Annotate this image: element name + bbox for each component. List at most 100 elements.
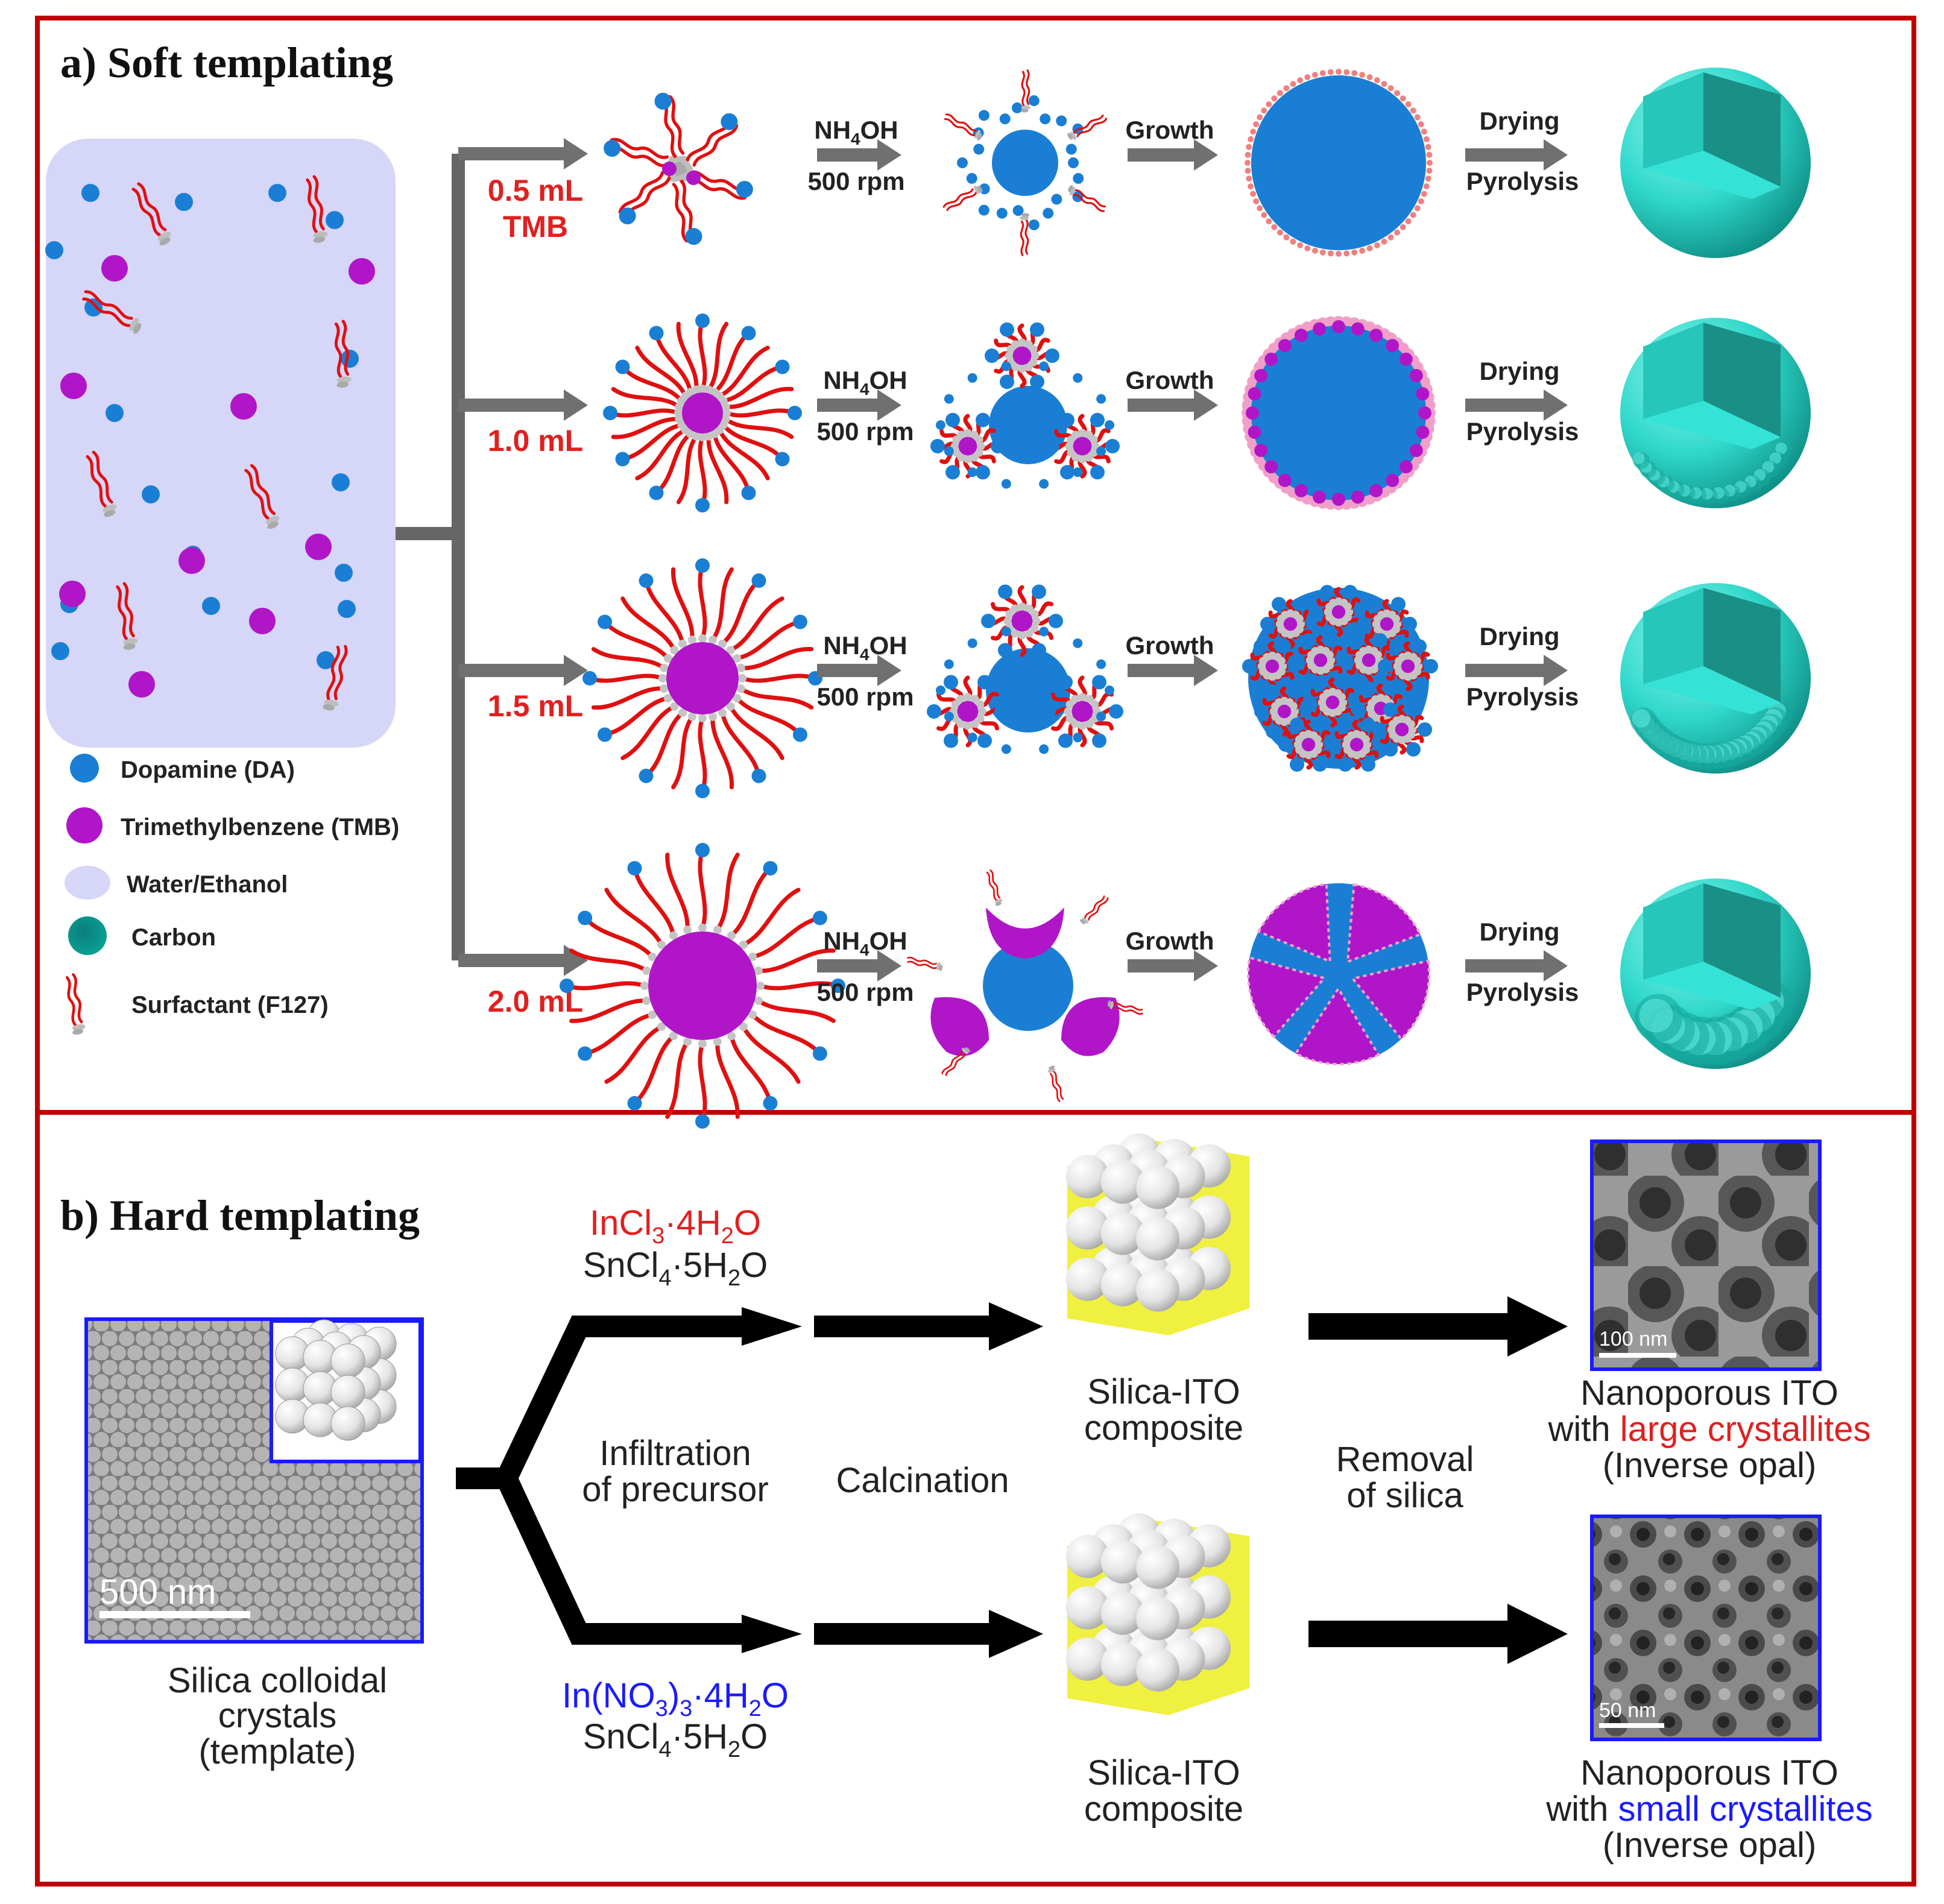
- surfactant-icon: [244, 464, 280, 529]
- blue-dot-icon: [70, 754, 99, 783]
- teal-sphere-icon: [68, 916, 107, 955]
- speed-label: 500 rpm: [816, 682, 914, 711]
- growth-label: Growth: [1126, 631, 1214, 660]
- tmb-dot: [349, 258, 375, 285]
- small-micelle: [1302, 675, 1363, 730]
- growth-label: Growth: [1126, 366, 1214, 394]
- hard-template-fork: [456, 1316, 748, 1645]
- tmb-dot: [305, 534, 332, 560]
- surfactant-icon: [1068, 185, 1106, 212]
- precursor-bottom: In(NO3)3·4H2O SnCl4·5H2O: [562, 1676, 789, 1762]
- volume-label: 0.5 mL: [488, 174, 583, 207]
- silica-sphere: [1065, 1638, 1109, 1681]
- drying-label: Drying: [1479, 357, 1559, 385]
- silica-sphere: [1065, 1155, 1109, 1199]
- small-micelle: [927, 675, 1009, 748]
- panel-b-title: b) Hard templating: [60, 1191, 420, 1240]
- dopamine-dot: [142, 485, 160, 503]
- pyrolysis-label: Pyrolysis: [1466, 167, 1579, 195]
- result-labels: Nanoporous ITO with large crystallites (…: [1545, 1373, 1872, 1865]
- silica-sphere: [1136, 1268, 1179, 1312]
- branch-arrow-4: [458, 945, 588, 976]
- speed-label: 500 rpm: [816, 417, 914, 446]
- surfactant-icon: [116, 582, 138, 650]
- composite-top-line1: Silica-ITO: [1087, 1372, 1240, 1411]
- solution-contents: [45, 175, 375, 711]
- step-removal-line2: of silica: [1346, 1476, 1463, 1515]
- composite-bottom-line2: composite: [1084, 1789, 1243, 1829]
- solution-box: [46, 139, 396, 748]
- surfactant-icon: [986, 869, 1003, 906]
- dopamine-dot: [326, 211, 344, 229]
- tmb-dot: [59, 581, 86, 607]
- precursor-bottom-line2: SnCl4·5H2O: [583, 1717, 768, 1762]
- branch-arrows: [458, 138, 588, 976]
- grown-particle: [1245, 69, 1433, 257]
- dopamine-dot: [268, 184, 286, 202]
- carbon-sphere: [1620, 318, 1811, 508]
- dopamine-dot: [202, 597, 220, 615]
- surfactant-icon: [82, 290, 142, 334]
- step-infiltration-line2: of precursor: [582, 1470, 768, 1509]
- growth-arrow: [1128, 950, 1218, 982]
- pyrolysis-label: Pyrolysis: [1466, 978, 1579, 1006]
- silica-sphere: [1136, 1648, 1179, 1692]
- panel-a-title: a) Soft templating: [60, 39, 393, 87]
- speed-label: 500 rpm: [807, 167, 904, 195]
- reagent-label: NH4OH: [823, 366, 907, 399]
- panel-b-frame: [35, 1110, 1916, 1887]
- composite-bottom-line1: Silica-ITO: [1087, 1753, 1240, 1792]
- grown-particle: [1242, 316, 1436, 510]
- branch-connector: [396, 154, 465, 960]
- silica-sphere: [1101, 1211, 1144, 1255]
- dopamine-dot: [341, 350, 359, 368]
- step-labels: Infiltration of precursor Calcination Re…: [582, 1434, 1474, 1515]
- result-top-line3: (Inverse opal): [1603, 1446, 1817, 1485]
- intermediate-assembly: [942, 69, 1108, 256]
- result-top-line1: Nanoporous ITO: [1580, 1373, 1838, 1413]
- intermediate-assembly: [927, 584, 1123, 754]
- precursor-bottom-line1: In(NO3)3·4H2O: [562, 1676, 789, 1721]
- silica-sphere: [1136, 1165, 1179, 1209]
- growth-arrow: [1128, 655, 1218, 686]
- carbon-sphere: [1620, 878, 1811, 1069]
- drying-label: Drying: [1479, 622, 1559, 651]
- silica-sphere: [1065, 1258, 1109, 1301]
- dopamine-dot: [81, 184, 99, 202]
- result-top-sem: 100 nm: [1590, 1140, 1822, 1371]
- stir-arrow: [817, 389, 901, 421]
- result-bottom-sem: 50 nm: [1590, 1515, 1822, 1741]
- removal-arrows: [1308, 1296, 1568, 1664]
- small-micelle: [1378, 639, 1438, 693]
- scale-label-100nm: 100 nm: [1599, 1328, 1667, 1351]
- dopamine-dot: [175, 193, 193, 211]
- micelle: [604, 92, 753, 245]
- branch-arrow-1: [458, 138, 588, 169]
- drying-label: Drying: [1479, 918, 1559, 946]
- surfactant-icon: [1067, 114, 1108, 140]
- precursor-top: InCl3·4H2O SnCl4·5H2O: [583, 1203, 768, 1291]
- template-label: Silica colloidal crystals (template): [168, 1661, 387, 1771]
- step-removal-line1: Removal: [1336, 1440, 1474, 1479]
- small-micelle: [1308, 585, 1369, 639]
- growth-arrow: [1128, 139, 1218, 171]
- small-micelle: [1041, 675, 1123, 748]
- speed-label: 500 rpm: [816, 978, 914, 1006]
- dopamine-dot: [317, 651, 335, 669]
- tmb-dot: [101, 255, 128, 282]
- small-micelle: [1254, 684, 1314, 739]
- template-sem-image: 500 nm: [84, 1317, 424, 1644]
- dopamine-dot: [51, 642, 69, 660]
- calcination-arrows: [814, 1302, 1043, 1658]
- template-label-line1: Silica colloidal: [168, 1661, 387, 1700]
- precursor-top-line2: SnCl4·5H2O: [583, 1246, 768, 1291]
- branch-arrow-2: [458, 389, 588, 421]
- pyrolysis-label: Pyrolysis: [1466, 417, 1579, 446]
- surfactant-icon: [86, 450, 117, 517]
- surfactant-icon: [907, 956, 943, 971]
- surfactant-icon: [1019, 213, 1029, 256]
- stir-arrow: [817, 950, 901, 982]
